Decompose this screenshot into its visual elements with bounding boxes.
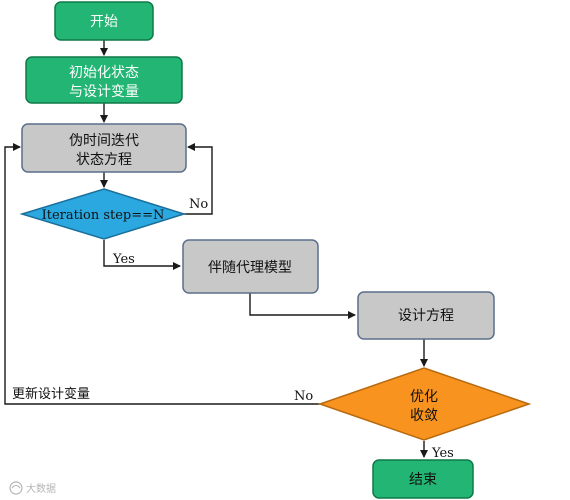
- arrow-adjoint-to-design: [249, 293, 356, 319]
- node-design-eq: 设计方程: [357, 291, 495, 340]
- node-iteration-check: Iteration step==N: [19, 188, 187, 240]
- pseudo-time-box: [21, 123, 187, 173]
- init-label-line1: 初始化状态: [69, 64, 139, 81]
- node-init: 初始化状态 与设计变量: [25, 56, 183, 104]
- converge-label-line2: 收敛: [410, 408, 438, 424]
- watermark-logo-icon: [9, 481, 23, 495]
- iteration-check-label: Iteration step==N: [42, 208, 165, 223]
- design-eq-label: 设计方程: [398, 308, 454, 324]
- node-start: 开始: [54, 1, 154, 41]
- adjoint-box: [182, 239, 319, 294]
- label-yes-converge: Yes: [431, 446, 454, 461]
- start-box: [54, 1, 154, 41]
- converge-diamond: [317, 367, 532, 441]
- pseudo-time-label-line2: 状态方程: [76, 152, 132, 168]
- end-label: 结束: [409, 472, 437, 488]
- label-no-converge: No: [294, 389, 313, 404]
- node-end: 结束: [372, 459, 474, 499]
- converge-label-line1: 优化: [410, 389, 438, 405]
- end-box: [372, 459, 474, 499]
- arrow-check-no-loop: [184, 143, 213, 215]
- watermark: 大数据: [9, 481, 56, 495]
- node-converge: 优化 收敛: [317, 367, 532, 441]
- arrow-check-yes-to-adjoint: [103, 240, 181, 270]
- node-pseudo-time: 伪时间迭代 状态方程: [21, 123, 187, 173]
- connectors: [4, 40, 428, 458]
- node-adjoint: 伴随代理模型: [182, 239, 319, 294]
- design-eq-box: [357, 291, 495, 340]
- adjoint-label: 伴随代理模型: [208, 260, 292, 276]
- iteration-check-diamond: [19, 188, 187, 240]
- watermark-text: 大数据: [26, 482, 56, 495]
- init-label-line2: 与设计变量: [69, 84, 139, 100]
- label-yes-iteration: Yes: [112, 252, 135, 267]
- watermark-logo-mark: [11, 484, 21, 489]
- label-update-design: 更新设计变量: [12, 386, 90, 402]
- init-box: [25, 56, 183, 104]
- start-label: 开始: [90, 14, 118, 30]
- label-no-iteration: No: [189, 197, 208, 212]
- pseudo-time-label-line1: 伪时间迭代: [69, 133, 139, 149]
- arrow-converge-no-loop: [4, 143, 320, 405]
